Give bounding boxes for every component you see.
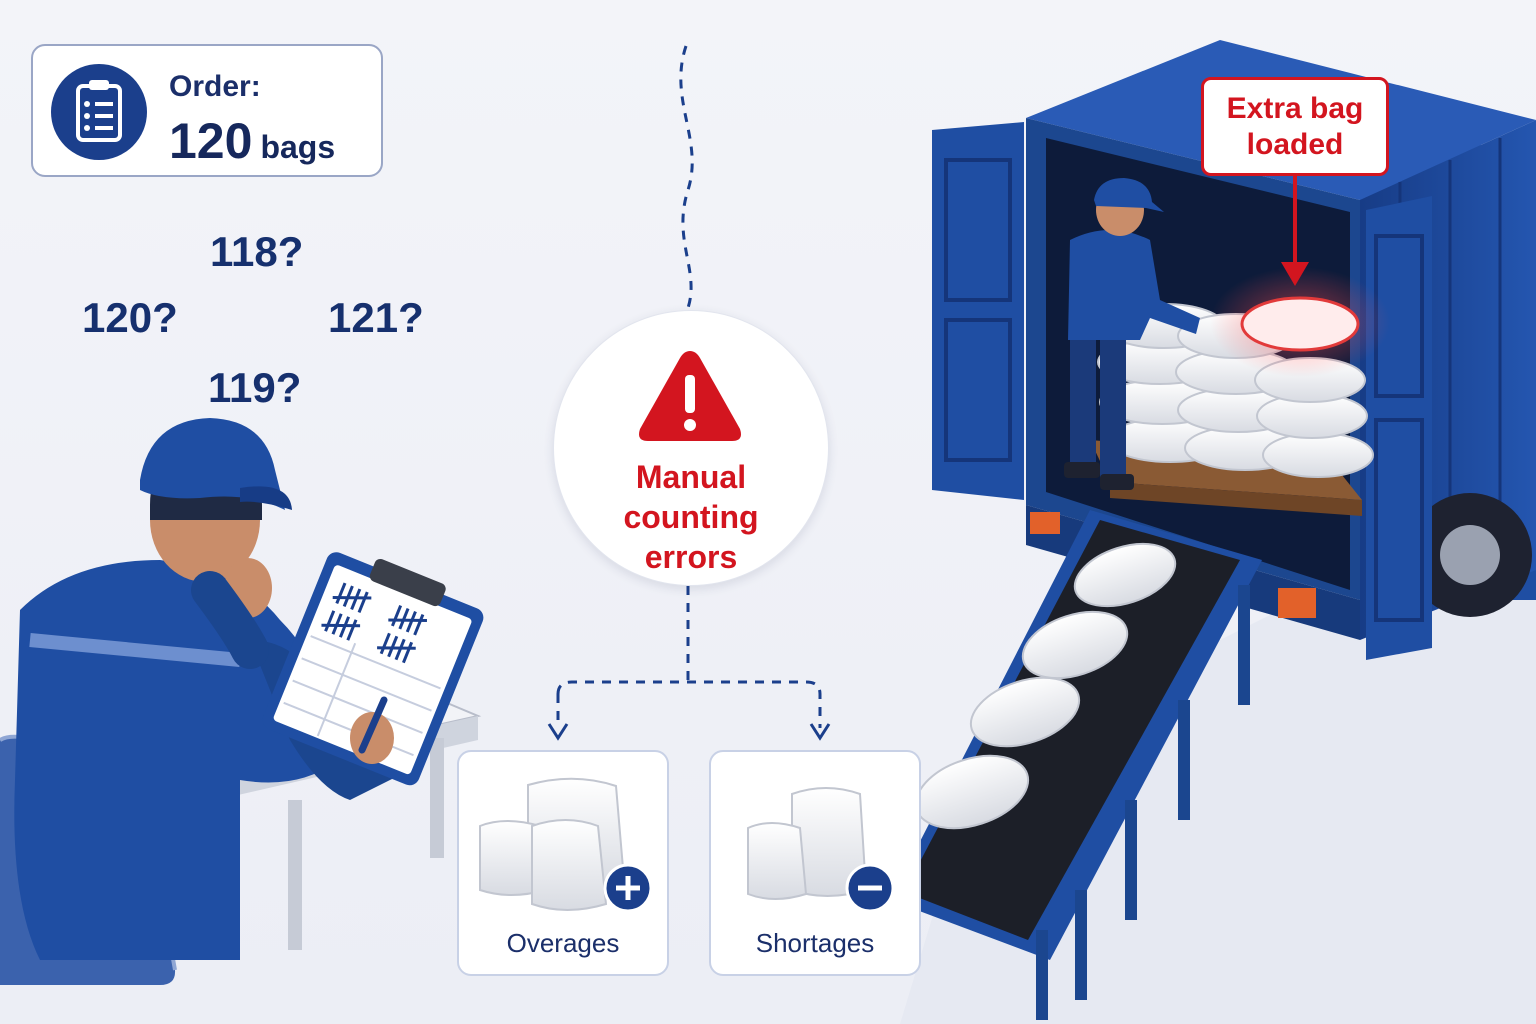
extra-bag [1240, 296, 1360, 352]
extra-bag-callout: Extra bag loaded [1201, 77, 1389, 176]
manual-errors-line: errors [644, 539, 738, 575]
left-door [932, 122, 1024, 500]
guess-count: 121? [328, 294, 424, 341]
overages-card: Overages [457, 750, 669, 976]
overages-label: Overages [506, 928, 620, 958]
callout-line: loaded [1246, 128, 1344, 161]
pen-hand [350, 696, 394, 764]
guess-count: 118? [210, 228, 304, 275]
standing-worker [1064, 178, 1200, 490]
conveyor [890, 510, 1262, 1020]
manual-errors-line: Manual [635, 459, 747, 495]
clipboard [262, 552, 484, 786]
arrowhead-shortages [809, 723, 831, 741]
top-dashed-connector [679, 45, 694, 309]
callout-line: Extra bag [1226, 92, 1364, 125]
order-label: Order: [169, 70, 261, 103]
manual-errors-line: counting [623, 499, 759, 535]
conveyor-bags [914, 542, 1177, 830]
manual-errors-label: Manual counting errors [554, 457, 828, 577]
callout-arrowhead [1281, 262, 1309, 286]
branch-dashed-connector [556, 680, 822, 728]
tail-light-left [1030, 512, 1060, 534]
shortages-label: Shortages [755, 928, 875, 958]
order-count-unit: bags [260, 129, 336, 165]
tail-light-right [1278, 588, 1316, 618]
flow-connectors [556, 45, 822, 728]
shortages-card: Shortages [709, 750, 921, 976]
tally-marks [321, 582, 427, 664]
manual-errors-node: Manual counting errors [553, 310, 829, 586]
warning-triangle-icon [639, 351, 741, 441]
guess-count: 119? [208, 364, 302, 411]
guess-count: 120? [82, 294, 178, 341]
order-count-number: 120 [169, 113, 253, 169]
clipboard-list-icon [51, 64, 147, 160]
arrowhead-overages [547, 723, 569, 741]
